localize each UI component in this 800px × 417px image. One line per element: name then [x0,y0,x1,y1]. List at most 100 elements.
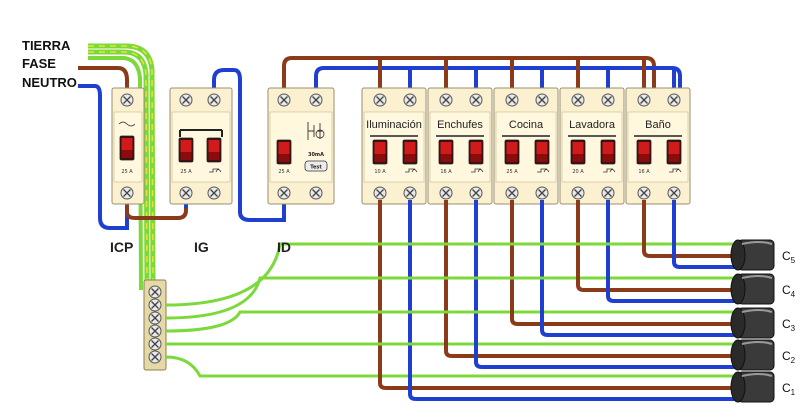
neutro-input-wire [78,84,129,230]
circuit-lever-1 [570,139,586,165]
ig-bottom-terminal-fase [179,186,193,200]
circuit-lever-2 [468,139,484,165]
circuit-bottom-terminal-neutro [667,186,681,200]
earth-bar [143,279,167,371]
trip-curve-symbol [603,168,616,173]
tierra-label: TIERRA [22,38,71,53]
neutro-output-wire [606,200,735,303]
circuit-lever-1 [636,139,652,165]
fase-output-wire [378,200,735,390]
ig-lever-1 [178,137,194,163]
test-button[interactable]: Test [304,160,328,172]
id-rating: 25 A [278,169,290,175]
trip-curve-symbol [537,168,550,173]
fase-label: FASE [22,56,56,71]
id-lever [276,139,292,165]
fase-output-wire [642,200,735,258]
cable-label: C4 [782,283,796,299]
ig-top-terminal-fase [179,93,193,107]
id-bottom-terminal-fase [277,186,291,200]
circuit-name: Cocina [509,119,544,131]
id-label: ID [277,239,291,255]
neutro-output-wire [540,200,735,337]
cable-C5: C5 [730,239,796,271]
circuit-top-terminal-neutro [469,93,483,107]
earth-output-wire [165,355,735,378]
ig-bottom-terminal-neutro [207,186,221,200]
cable-C3: C3 [730,307,796,339]
circuit-name: Baño [645,119,671,131]
circuit-bottom-terminal-neutro [535,186,549,200]
circuit-name: Lavadora [569,119,616,131]
circuit-lever-2 [600,139,616,165]
icp-bottom-terminal [120,186,134,200]
circuit-rating: 16 A [638,169,650,175]
ig-rating: 25 A [180,169,192,175]
cable-C2: C2 [730,339,796,371]
circuit-bottom-terminal-neutro [601,186,615,200]
circuit-bottom-terminal-fase [571,186,585,200]
circuit-top-terminal-neutro [535,93,549,107]
cable-label: C1 [782,381,796,397]
id-fase-bus [282,56,656,98]
circuit-lever-2 [402,139,418,165]
earth-output-wire [165,242,735,307]
circuit-rating: 16 A [440,169,452,175]
circuit-bottom-terminal-fase [637,186,651,200]
icp-module: 25 A [111,87,145,205]
cable-label: C2 [782,349,796,365]
circuit-bottom-terminal-neutro [469,186,483,200]
tierra-main-wire [88,43,156,291]
circuit-bottom-terminal-fase [505,186,519,200]
id-module: 30mA Test 25 A [267,87,335,205]
circuit-top-terminal-neutro [601,93,615,107]
circuit-rating: 20 A [572,169,584,175]
neutro-label: NEUTRO [22,75,77,90]
circuit-name: Iluminación [366,119,422,131]
id-top-terminal-fase [277,93,291,107]
fase-output-wire [444,200,735,358]
circuit-breaker-2: Enchufes 16 A [427,87,493,205]
circuit-lever-2 [666,139,682,165]
earth-bar-screw [148,337,162,351]
circuit-lever-1 [504,139,520,165]
cable-C4: C4 [730,273,796,305]
fase-input-wire [78,66,129,98]
circuit-name: Enchufes [437,119,483,131]
circuit-lever-1 [372,139,388,165]
neutro-output-wire [408,200,735,401]
id-neutro-bus [314,66,682,98]
neutro-output-wire [672,200,735,269]
circuit-top-terminal-neutro [667,93,681,107]
circuit-bottom-terminal-fase [439,186,453,200]
id-sensitivity: 30mA [308,152,324,158]
id-top-terminal-neutro [309,93,323,107]
circuit-top-terminal-fase [505,93,519,107]
trip-curve-symbol [669,168,682,173]
icp-lever [119,135,135,161]
ig-label: IG [194,239,209,255]
earth-output-wire [165,310,735,333]
fase-output-wire [510,200,735,326]
icp-top-terminal [120,93,134,107]
circuit-top-terminal-neutro [403,93,417,107]
circuit-breaker-3: Cocina 25 A [493,87,559,205]
ig-module: 25 A [169,87,233,205]
circuit-breaker-5: Baño 16 A [625,87,691,205]
circuit-rating: 25 A [506,169,518,175]
cable-C1: C1 [730,371,796,403]
icp-ig-fase-link [125,200,188,220]
circuit-bottom-terminal-neutro [403,186,417,200]
cable-label: C5 [782,249,796,265]
earth-bar-screw [148,298,162,312]
ig-top-terminal-neutro [207,93,221,107]
circuit-rating: 10 A [374,169,386,175]
trip-curve-symbol [405,168,418,173]
cable-label: C3 [782,317,796,333]
fase-output-wire [576,200,735,292]
circuit-breaker-1: Iluminación 10 A [361,87,427,205]
ig-lever-2 [206,137,222,163]
trip-curve-symbol [209,168,222,173]
